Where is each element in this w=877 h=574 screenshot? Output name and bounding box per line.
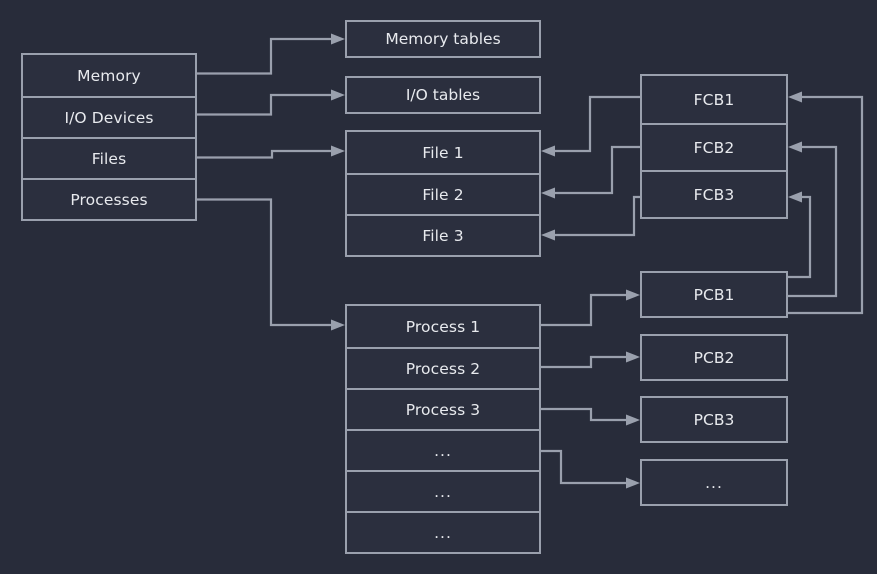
file-row-2[interactable]: File 2 — [347, 173, 539, 214]
process-row-2[interactable]: Process 2 — [347, 347, 539, 388]
connector-process-2-to-pcb2 — [541, 351, 640, 369]
connector-memory-to-memory-tables — [197, 33, 345, 75]
connector-io-devices-to-io-tables — [197, 89, 345, 116]
process-row-1[interactable]: Process 1 — [347, 306, 539, 347]
fcb-row-3[interactable]: FCB3 — [642, 170, 786, 217]
pcb1-box[interactable]: PCB1 — [640, 271, 788, 318]
connector-process-1-to-pcb1 — [541, 289, 640, 327]
process-row-6[interactable]: ... — [347, 511, 539, 552]
connector-pcb1-to-fcb2 — [788, 141, 838, 298]
fcb-row-2[interactable]: FCB2 — [642, 123, 786, 170]
io-tables-box[interactable]: I/O tables — [345, 76, 541, 114]
resource-row-processes[interactable]: Processes — [23, 178, 195, 219]
resource-row-memory[interactable]: Memory — [23, 55, 195, 96]
connector-fcb3-to-file-3 — [541, 195, 640, 241]
file-row-3[interactable]: File 3 — [347, 214, 539, 255]
resource-table: Memory I/O Devices Files Processes — [21, 53, 197, 221]
pcb3-box[interactable]: PCB3 — [640, 396, 788, 443]
connector-process-4-to-pcb-more — [541, 449, 640, 489]
process-table: Process 1 Process 2 Process 3 ... ... ..… — [345, 304, 541, 554]
connector-fcb1-to-file-1 — [541, 95, 640, 157]
connector-fcb2-to-file-2 — [541, 145, 640, 199]
connector-pcb1-to-fcb3 — [788, 191, 812, 279]
file-table: File 1 File 2 File 3 — [345, 130, 541, 257]
pcb-more-box[interactable]: ... — [640, 459, 788, 506]
pcb2-box[interactable]: PCB2 — [640, 334, 788, 381]
connector-pcb1-to-fcb1 — [788, 91, 864, 315]
process-row-5[interactable]: ... — [347, 470, 539, 511]
resource-row-files[interactable]: Files — [23, 137, 195, 178]
resource-row-io-devices[interactable]: I/O Devices — [23, 96, 195, 137]
connector-process-3-to-pcb3 — [541, 407, 640, 426]
connector-processes-to-process-1 — [197, 198, 345, 331]
memory-tables-box[interactable]: Memory tables — [345, 20, 541, 58]
fcb-row-1[interactable]: FCB1 — [642, 76, 786, 123]
process-row-4[interactable]: ... — [347, 429, 539, 470]
file-row-1[interactable]: File 1 — [347, 132, 539, 173]
process-row-3[interactable]: Process 3 — [347, 388, 539, 429]
file-control-block-table: FCB1 FCB2 FCB3 — [640, 74, 788, 219]
connector-files-to-file-1 — [197, 145, 345, 159]
